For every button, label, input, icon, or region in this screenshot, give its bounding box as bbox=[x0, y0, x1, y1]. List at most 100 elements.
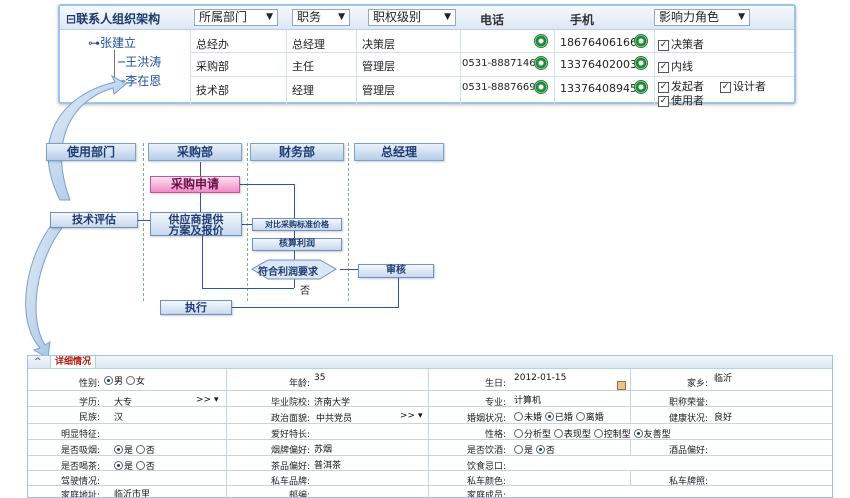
cig-value[interactable]: 苏烟 bbox=[314, 445, 333, 455]
honor-label: 职称荣誉: bbox=[668, 398, 708, 408]
taste-label: 饮食忌口: bbox=[466, 462, 506, 472]
eye-icon[interactable] bbox=[634, 56, 648, 70]
form-row: 学历: 大专 >> ▾ 毕业院校: 济南大学 专业: 计算机 职称荣誉: bbox=[28, 391, 832, 408]
personality-opt: 控制型 bbox=[603, 430, 631, 440]
lane-header-gm: 总经理 bbox=[354, 143, 444, 161]
drink-radio-group[interactable]: 是 否 bbox=[514, 443, 555, 456]
eye-icon[interactable] bbox=[634, 34, 648, 48]
postcode-label: 邮编: bbox=[288, 491, 310, 498]
hobby-label: 爱好特长: bbox=[270, 430, 310, 440]
tab-details[interactable]: 详细情况 bbox=[50, 356, 97, 368]
eye-icon[interactable] bbox=[534, 80, 548, 94]
grid-line bbox=[190, 76, 794, 77]
node-compare-price[interactable]: 对比采购标准价格 bbox=[252, 218, 342, 231]
tree-node-child-label: 李在恩 bbox=[125, 74, 162, 88]
smoke-radio-group[interactable]: 是 否 bbox=[114, 443, 155, 456]
party-label: 政治面貌: bbox=[270, 414, 310, 424]
marriage-radio-group[interactable]: 未婚 已婚 离婚 bbox=[514, 410, 604, 423]
role-label: 决策者 bbox=[671, 38, 704, 51]
gender-radio-group[interactable]: 男 女 bbox=[104, 374, 145, 387]
collapse-icon[interactable]: ^ bbox=[34, 357, 42, 367]
grid-line bbox=[630, 407, 631, 423]
edu-value[interactable]: 大专 bbox=[114, 398, 133, 408]
hometown-value[interactable]: 临沂 bbox=[714, 374, 733, 384]
gender-opt: 男 bbox=[114, 377, 124, 387]
role-checkbox[interactable]: ✓发起者 bbox=[658, 80, 704, 93]
node-purchase-request[interactable]: 采购申请 bbox=[150, 176, 240, 193]
flow-line bbox=[294, 230, 295, 238]
grid-line bbox=[428, 486, 429, 497]
address-label: 家庭地址: bbox=[60, 491, 100, 498]
row-phone: 0531-8887146 bbox=[462, 58, 536, 69]
car-color-label: 私车颜色: bbox=[466, 477, 506, 487]
role-label: 设计者 bbox=[733, 80, 766, 93]
smoke-label: 是否吸烟: bbox=[60, 446, 100, 456]
address-value[interactable]: 临沂市里 bbox=[114, 490, 151, 498]
row-dept: 技术部 bbox=[196, 84, 229, 97]
role-filter-label: 影响力角色 bbox=[659, 10, 720, 24]
role-label: 使用者 bbox=[671, 94, 704, 107]
role-label: 内线 bbox=[671, 60, 693, 73]
level-filter-dropdown[interactable]: 职权级别▼ bbox=[368, 9, 456, 26]
role-checkbox[interactable]: ✓使用者 bbox=[658, 94, 704, 107]
node-supplier-plan[interactable]: 供应商提供方案及报价 bbox=[150, 212, 242, 236]
row-dept: 采购部 bbox=[196, 60, 229, 73]
node-tech-eval[interactable]: 技术评估 bbox=[50, 212, 138, 228]
health-value[interactable]: 良好 bbox=[714, 413, 733, 423]
no-opt: 否 bbox=[145, 446, 155, 456]
grid-line bbox=[428, 424, 429, 439]
tea-brand-value[interactable]: 普洱茶 bbox=[314, 461, 342, 471]
eye-icon[interactable] bbox=[534, 56, 548, 70]
tea-label: 是否喝茶: bbox=[60, 462, 100, 472]
mobile-column-header: 手机 bbox=[570, 13, 595, 27]
org-title[interactable]: ⊟联系人组织架构 bbox=[66, 12, 161, 26]
node-execute[interactable]: 执行 bbox=[160, 300, 232, 315]
decision-diamond[interactable] bbox=[246, 259, 342, 280]
role-checkbox[interactable]: ✓设计者 bbox=[720, 80, 766, 93]
role-checkbox[interactable]: ✓决策者 bbox=[658, 38, 704, 51]
ethnic-value[interactable]: 汉 bbox=[114, 413, 124, 423]
title-filter-dropdown[interactable]: 职务▼ bbox=[292, 9, 350, 26]
personality-radio-group[interactable]: 分析型 表现型 控制型 友善型 bbox=[514, 427, 671, 440]
eye-icon[interactable] bbox=[534, 34, 548, 48]
flow-line bbox=[294, 184, 295, 218]
contact-org-panel: ⊟联系人组织架构 所属部门▼ 职务▼ 职权级别▼ 电话 手机 影响力角色▼ ⊶张… bbox=[58, 4, 796, 107]
grid-line bbox=[286, 30, 287, 104]
party-value[interactable]: 中共党员 bbox=[316, 414, 353, 424]
node-review[interactable]: 审核 bbox=[358, 264, 434, 278]
birthday-value[interactable]: 2012-01-15 bbox=[514, 373, 567, 383]
age-label: 年龄: bbox=[288, 379, 310, 389]
eye-icon[interactable] bbox=[634, 80, 648, 94]
node-calc-profit[interactable]: 核算利润 bbox=[252, 238, 342, 251]
gender-opt: 女 bbox=[135, 377, 145, 387]
lane-header-purchasing: 采购部 bbox=[148, 143, 242, 161]
chevron-down-icon: ▼ bbox=[338, 12, 345, 22]
lane-divider bbox=[348, 143, 349, 301]
school-value[interactable]: 济南大学 bbox=[314, 398, 351, 408]
form-row: 民族: 汉 政治面貌: 中共党员 >> ▾ 婚姻状况: 未婚 已婚 离婚 健康状… bbox=[28, 407, 832, 424]
lane-divider bbox=[247, 143, 248, 301]
tree-node-root-label: 张建立 bbox=[100, 36, 137, 50]
flow-line bbox=[232, 307, 399, 308]
major-value[interactable]: 计算机 bbox=[514, 396, 542, 406]
tree-node-root[interactable]: ⊶张建立 bbox=[88, 36, 137, 50]
lane-header-finance: 财务部 bbox=[250, 143, 344, 161]
role-filter-dropdown[interactable]: 影响力角色▼ bbox=[654, 9, 750, 26]
tree-node-child[interactable]: ─王洪涛 bbox=[118, 55, 162, 69]
more-arrow: >> bbox=[196, 395, 212, 405]
curved-arrow-up bbox=[47, 74, 127, 201]
edu-select-arrow[interactable]: >> ▾ bbox=[196, 395, 219, 405]
role-checkbox[interactable]: ✓内线 bbox=[658, 60, 693, 73]
tea-radio-group[interactable]: 是 否 bbox=[114, 459, 155, 472]
car-label: 驾驶情况: bbox=[60, 477, 100, 487]
party-select-arrow[interactable]: >> ▾ bbox=[400, 411, 423, 421]
age-value[interactable]: 35 bbox=[314, 373, 326, 383]
dept-filter-dropdown[interactable]: 所属部门▼ bbox=[194, 9, 278, 26]
node-no-label: 否 bbox=[300, 286, 310, 297]
phone-column-header: 电话 bbox=[480, 13, 505, 27]
flow-line bbox=[340, 269, 358, 270]
calendar-icon[interactable] bbox=[617, 381, 626, 391]
grid-line bbox=[630, 391, 631, 406]
form-row: 驾驶情况: 私车品牌: 私车颜色: 私车牌照: bbox=[28, 471, 832, 487]
wine-label: 酒品偏好: bbox=[668, 446, 708, 456]
